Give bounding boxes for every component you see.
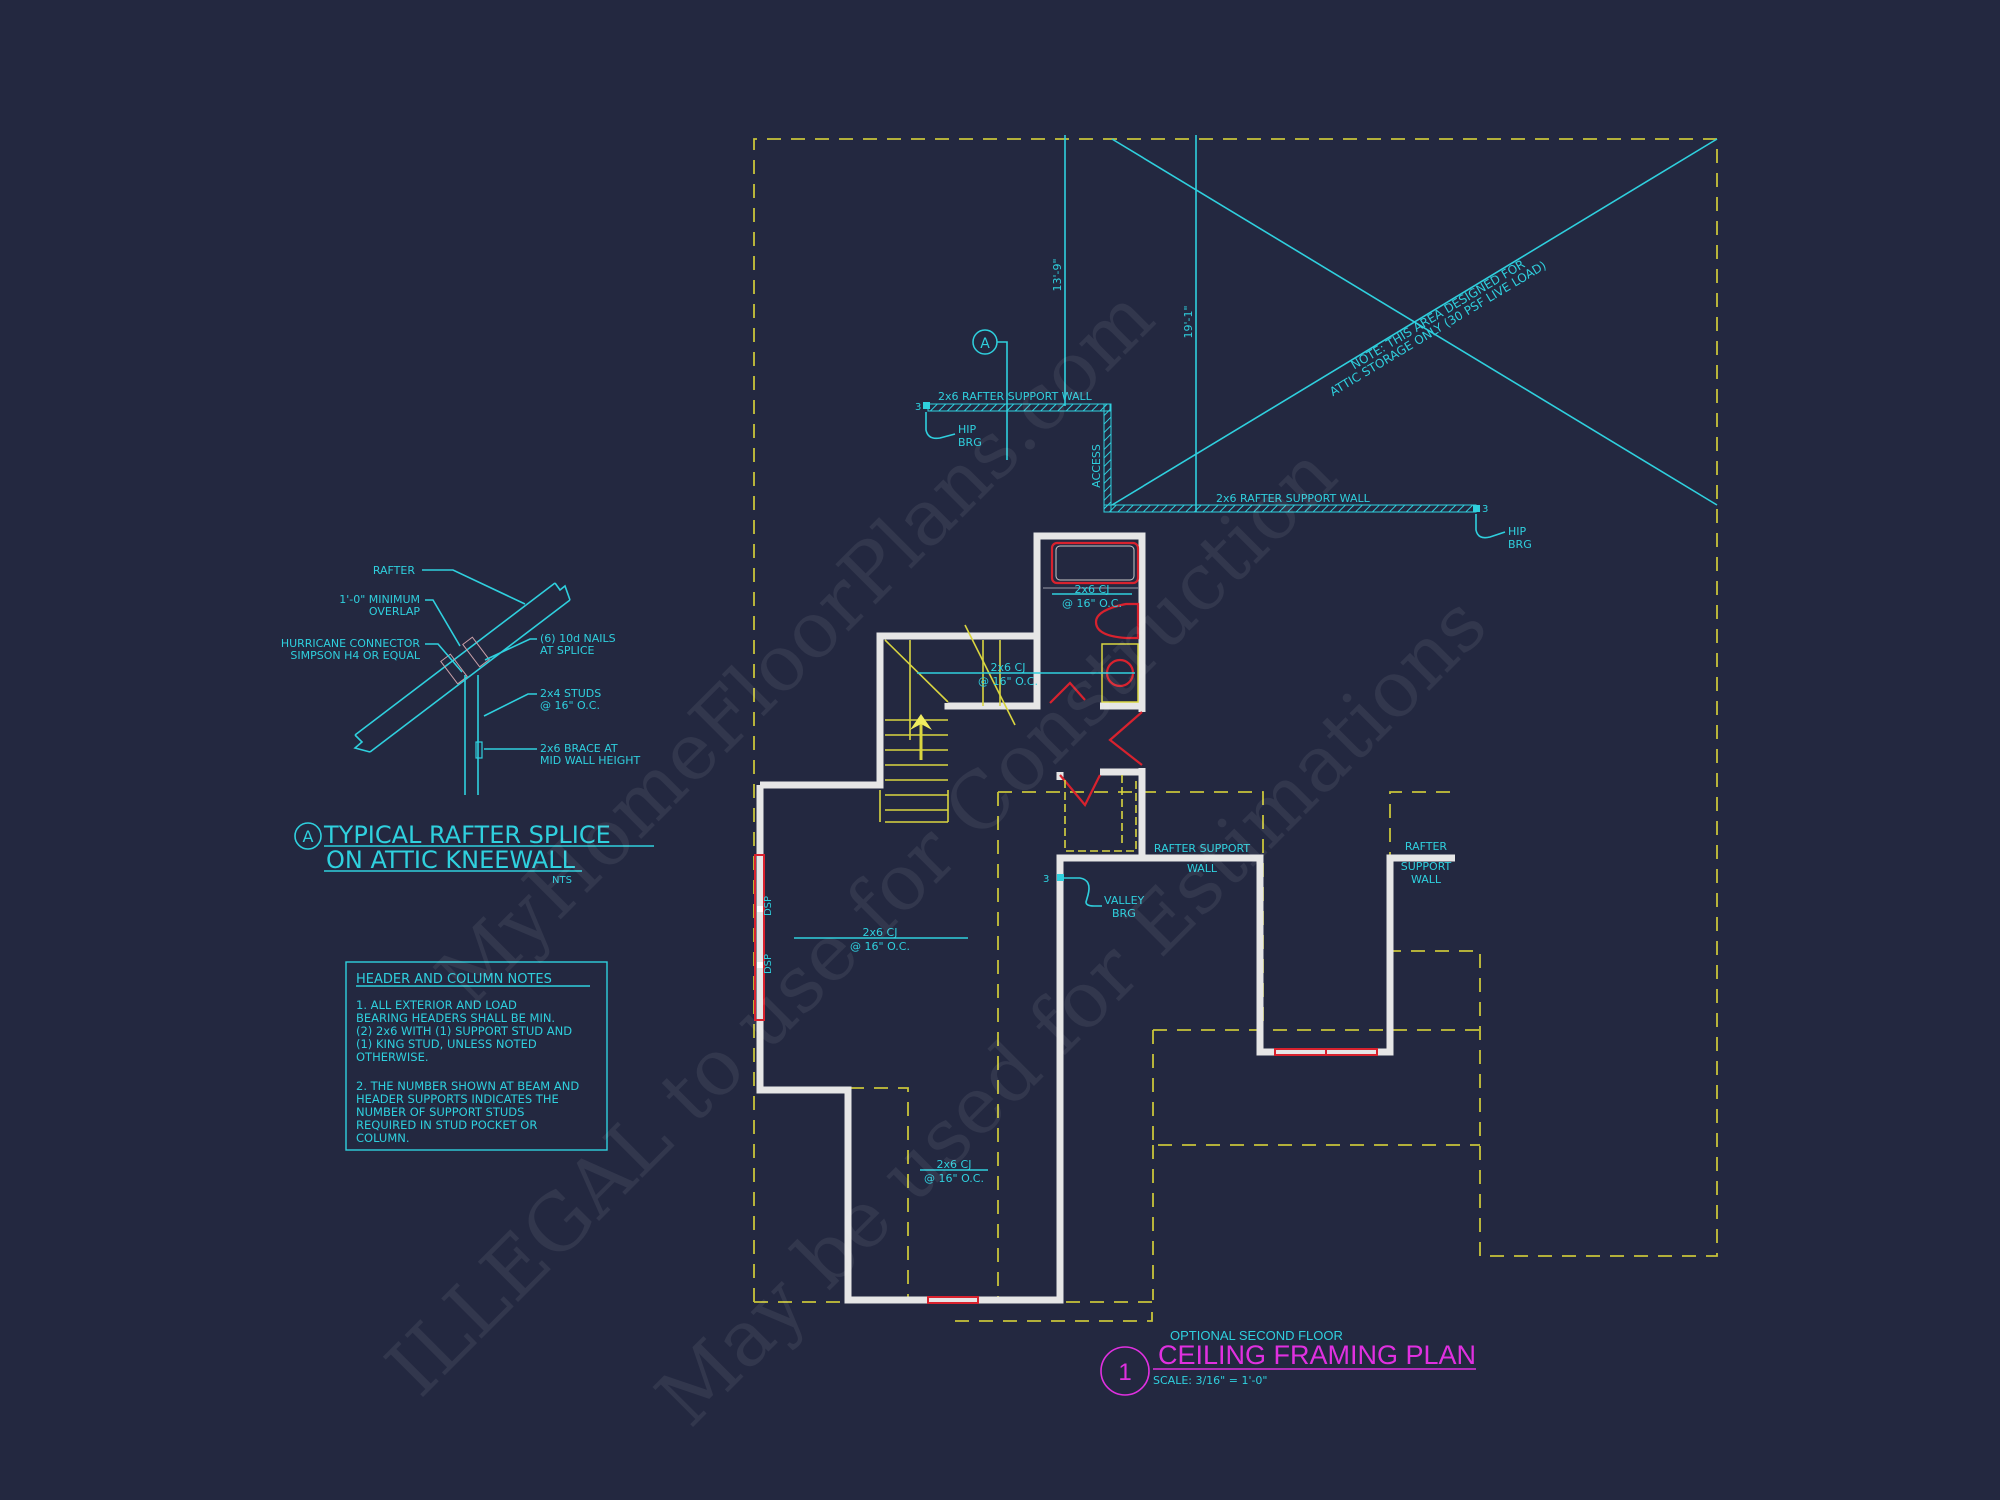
dimension-13-9: 13'-9": [1051, 258, 1064, 291]
rafter-support-mid-2: WALL: [1187, 862, 1218, 875]
attic-note-line1: NOTE: THIS AREA DESIGNED FOR: [1349, 257, 1528, 372]
label-brace-1: 2x6 BRACE AT: [540, 742, 618, 755]
cj-main-spacing: @ 16" O.C.: [850, 940, 910, 953]
stairs: [879, 624, 1016, 823]
cj-stair-label: 2x6 CJ: [991, 661, 1026, 674]
ceiling-joist-annotations: 2x6 CJ @ 16" O.C. 2x6 CJ @ 16" O.C. 2x6 …: [794, 583, 1135, 1185]
cj-main-label: 2x6 CJ: [863, 926, 898, 939]
label-nails-1: (6) 10d NAILS: [540, 632, 616, 645]
hip-brg-right-count: 3: [1482, 504, 1488, 515]
plan-title: CEILING FRAMING PLAN: [1158, 1340, 1476, 1370]
dimension-19-1: 19'-1": [1182, 305, 1195, 338]
valley-brg-count: 3: [1043, 874, 1049, 885]
window-bottom: [927, 1296, 979, 1304]
valley-brg-line2: BRG: [1112, 907, 1136, 920]
rafter-support-right-2: SUPPORT: [1401, 860, 1452, 873]
dsp-label-2: DSP: [763, 954, 774, 974]
dsp-label-1: DSP: [763, 896, 774, 916]
rafter-support-labels: RAFTER SUPPORT WALL RAFTER SUPPORT WALL …: [1043, 840, 1452, 920]
detail-title-line2: ON ATTIC KNEEWALL: [326, 846, 576, 874]
note2-line1: 2. THE NUMBER SHOWN AT BEAM AND: [356, 1079, 579, 1093]
detail-marker-letter: A: [303, 827, 314, 846]
note2-line4: REQUIRED IN STUD POCKET OR: [356, 1118, 537, 1132]
note2-line5: COLUMN.: [356, 1131, 410, 1145]
detail-title-line1: TYPICAL RAFTER SPLICE: [323, 821, 611, 849]
note2-line3: NUMBER OF SUPPORT STUDS: [356, 1105, 524, 1119]
walls: [756, 532, 1455, 1304]
cj-bath-label: 2x6 CJ: [1075, 583, 1110, 596]
rafter-support-mid-1: RAFTER SUPPORT: [1154, 842, 1250, 855]
plan-number-circle: [1100, 1346, 1150, 1396]
plan-number: 1: [1118, 1359, 1131, 1386]
label-overlap-1: 1'-0" MINIMUM: [339, 593, 420, 606]
label-brace-2: MID WALL HEIGHT: [540, 754, 641, 767]
note1-line5: OTHERWISE.: [356, 1050, 429, 1064]
hip-brg-left-line1: HIP: [958, 423, 977, 436]
detail-a-rafter-splice: RAFTER 1'-0" MINIMUM OVERLAP HURRICANE C…: [281, 564, 641, 795]
windows: [754, 854, 1378, 1304]
plan-subtitle: OPTIONAL SECOND FLOOR: [1170, 1328, 1343, 1343]
note2-line2: HEADER SUPPORTS INDICATES THE: [356, 1092, 559, 1106]
rafter-support-wall-upper: 2x6 RAFTER SUPPORT WALL 2x6 RAFTER SUPPO…: [915, 329, 1532, 551]
watermark: MyHomeFloorPlans.com ILLEGAL to use for …: [370, 272, 1504, 1444]
detail-scale-nts: NTS: [552, 875, 572, 886]
label-rafter: RAFTER: [373, 564, 416, 577]
access-label: ACCESS: [1090, 444, 1103, 488]
hip-brg-right-line2: BRG: [1508, 538, 1532, 551]
note1-line4: (1) KING STUD, UNLESS NOTED: [356, 1037, 537, 1051]
plan-title-block: 1 OPTIONAL SECOND FLOOR CEILING FRAMING …: [1100, 1328, 1476, 1396]
notes-heading: HEADER AND COLUMN NOTES: [356, 972, 552, 987]
section-marker-letter: A: [980, 336, 990, 352]
plan-scale: SCALE: 3/16" = 1'-0": [1153, 1374, 1268, 1387]
hip-brg-right-line1: HIP: [1508, 525, 1527, 538]
label-connector-1: HURRICANE CONNECTOR: [281, 637, 421, 650]
attic-note-line2: ATTIC STORAGE ONLY (30 PSF LIVE LOAD): [1327, 258, 1548, 399]
valley-brg-line1: VALLEY: [1104, 894, 1145, 907]
label-overlap-2: OVERLAP: [369, 605, 420, 618]
detail-marker-circle: [294, 822, 322, 850]
rafter-support-right-1: RAFTER: [1405, 840, 1448, 853]
cj-lower-spacing: @ 16" O.C.: [924, 1172, 984, 1185]
cj-bath-spacing: @ 16" O.C.: [1062, 597, 1122, 610]
toilet: [1094, 602, 1140, 640]
rafter-support-right-3: WALL: [1411, 873, 1442, 886]
roof-outline-dashed: [753, 138, 1718, 1322]
header-column-notes: HEADER AND COLUMN NOTES 1. ALL EXTERIOR …: [345, 961, 608, 1151]
cj-stair-spacing: @ 16" O.C.: [978, 675, 1038, 688]
hip-brg-left-line2: BRG: [958, 436, 982, 449]
detail-a-title: A TYPICAL RAFTER SPLICE ON ATTIC KNEEWAL…: [294, 821, 654, 886]
note1-line2: BEARING HEADERS SHALL BE MIN.: [356, 1011, 555, 1025]
bathtub: [1050, 541, 1140, 585]
hip-brg-left-count: 3: [915, 402, 921, 413]
label-studs-2: @ 16" O.C.: [540, 699, 600, 712]
note1-line1: 1. ALL EXTERIOR AND LOAD: [356, 998, 517, 1012]
closet-dashed: [1064, 775, 1137, 852]
label-studs-1: 2x4 STUDS: [540, 687, 601, 700]
rafter-wall-upper-label: 2x6 RAFTER SUPPORT WALL: [938, 390, 1093, 403]
cj-lower-label: 2x6 CJ: [937, 1158, 972, 1171]
label-nails-2: AT SPLICE: [540, 644, 595, 657]
rafter-wall-lower-label: 2x6 RAFTER SUPPORT WALL: [1216, 492, 1371, 505]
label-connector-2: SIMPSON H4 OR EQUAL: [290, 649, 420, 662]
note1-line3: (2) 2x6 WITH (1) SUPPORT STUD AND: [356, 1024, 572, 1038]
